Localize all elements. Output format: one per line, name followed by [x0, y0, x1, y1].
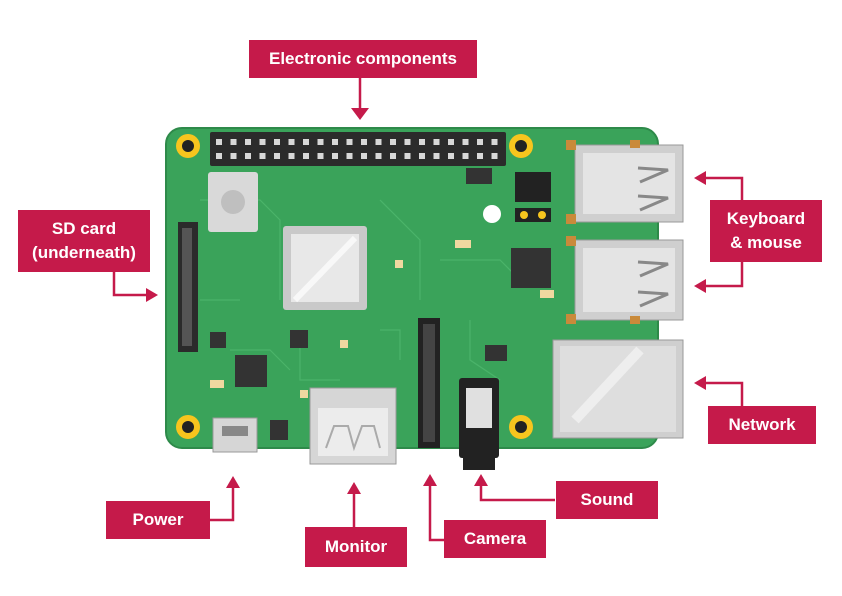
- small-chips: [210, 168, 551, 440]
- gpio-pin: [448, 153, 454, 159]
- gpio-pin: [375, 153, 382, 159]
- arrow-keyboard-bottom: [706, 262, 744, 288]
- arrowheads: [146, 108, 706, 494]
- label-keyboard-line2: & mouse: [730, 233, 802, 252]
- gpio-pin: [404, 139, 411, 145]
- gpio-pin: [390, 139, 396, 145]
- gpio-pin: [274, 153, 280, 159]
- camera-connector: [418, 318, 440, 448]
- label-keyboard-mouse: Keyboard & mouse: [710, 200, 822, 262]
- gpio-pin: [230, 139, 237, 145]
- micro-usb-port: [212, 417, 258, 453]
- raspberry-logo: [483, 205, 501, 223]
- gpio-pin: [462, 153, 469, 159]
- arrow-sd-card: [112, 272, 146, 297]
- gpio-pin: [404, 153, 411, 159]
- gpio-pin: [346, 139, 353, 145]
- arrows: [112, 78, 744, 542]
- label-camera-text: Camera: [463, 529, 527, 548]
- label-power-text: Power: [132, 510, 184, 529]
- label-monitor: Monitor: [305, 527, 407, 567]
- arrow-power: [210, 488, 235, 522]
- jumper-block: [515, 172, 551, 222]
- label-sound: Sound: [556, 481, 658, 519]
- gpio-pin: [317, 139, 324, 145]
- label-sd-card-line1: SD card: [51, 219, 117, 238]
- gpio-header: [210, 132, 506, 166]
- gpio-pin: [303, 139, 309, 145]
- label-camera: Camera: [444, 520, 546, 558]
- gpio-pin: [419, 153, 425, 159]
- label-sound-text: Sound: [580, 490, 634, 509]
- label-power: Power: [106, 501, 210, 539]
- label-keyboard-line1: Keyboard: [726, 209, 806, 228]
- gpio-pin: [303, 153, 309, 159]
- gpio-pin: [216, 139, 222, 145]
- gpio-pin: [230, 153, 237, 159]
- gpio-pin: [288, 139, 295, 145]
- small-components: [210, 240, 554, 398]
- gpio-pin: [346, 153, 353, 159]
- label-electronic-components-text: Electronic components: [269, 49, 457, 68]
- gpio-pin: [419, 139, 425, 145]
- gpio-pin: [245, 139, 251, 145]
- label-monitor-text: Monitor: [324, 537, 388, 556]
- arrow-sound: [479, 486, 555, 502]
- arrow-keyboard-top: [706, 176, 744, 200]
- usb-port-top: [574, 144, 684, 223]
- label-network-text: Network: [728, 415, 796, 434]
- gpio-pin: [216, 153, 222, 159]
- hdmi-port: [309, 387, 397, 465]
- gpio-pin: [317, 153, 324, 159]
- gpio-pin: [259, 139, 266, 145]
- gpio-pin: [433, 139, 440, 145]
- gpio-pin: [491, 153, 498, 159]
- gpio-pin: [361, 153, 367, 159]
- gpio-pin: [361, 139, 367, 145]
- arrow-network: [706, 381, 744, 406]
- sd-card-slot: [178, 222, 198, 352]
- gpio-pin: [433, 153, 440, 159]
- usb-port-bottom: [574, 239, 684, 321]
- mounting-holes: [176, 134, 533, 439]
- label-network: Network: [708, 406, 816, 444]
- gpio-pin: [259, 153, 266, 159]
- gpio-pin: [477, 153, 483, 159]
- label-electronic-components: Electronic components: [249, 40, 477, 78]
- usb-solder-pads: [566, 140, 640, 324]
- audio-jack: [459, 378, 499, 470]
- gpio-pin: [390, 153, 396, 159]
- gpio-pin: [462, 139, 469, 145]
- gpio-pin: [332, 153, 338, 159]
- gpio-pin: [477, 139, 483, 145]
- gpio-pin: [375, 139, 382, 145]
- soc-chip: [283, 226, 367, 310]
- label-sd-card: SD card (underneath): [18, 210, 150, 272]
- gpio-pin: [448, 139, 454, 145]
- ethernet-port: [552, 339, 684, 439]
- gpio-pin: [332, 139, 338, 145]
- label-sd-card-line2: (underneath): [32, 243, 136, 262]
- gpio-pin: [288, 153, 295, 159]
- arrow-camera: [428, 486, 444, 542]
- gpio-pin: [491, 139, 498, 145]
- gpio-pin: [245, 153, 251, 159]
- gpio-pin: [274, 139, 280, 145]
